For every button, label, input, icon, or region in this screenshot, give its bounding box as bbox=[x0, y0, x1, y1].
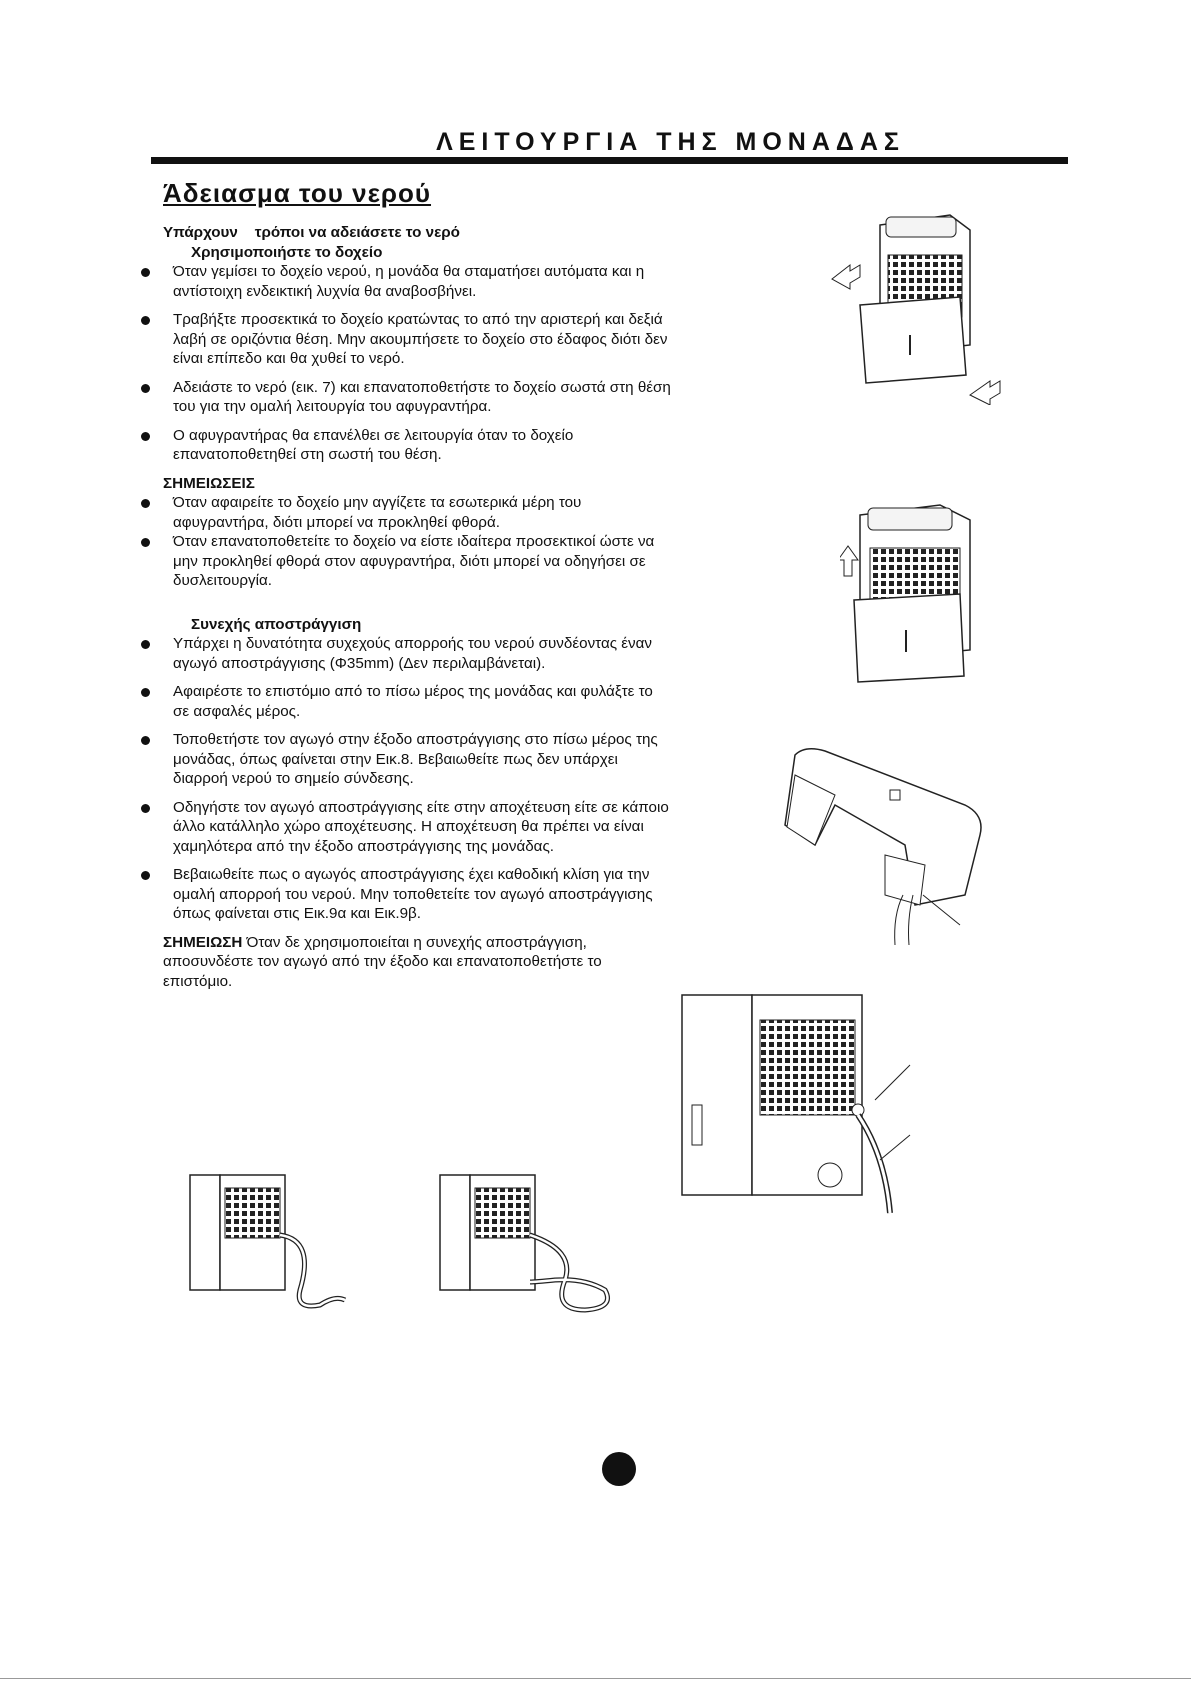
arrow-left-icon bbox=[831, 263, 861, 290]
arrow-left-icon bbox=[969, 380, 1001, 405]
bullet-drain-3: Τοποθετήστε τον αγωγό στην έξοδο αποστρά… bbox=[141, 730, 673, 789]
subheading-tank: Χρησιμοποιήστε το δοχείο bbox=[191, 243, 383, 261]
subheading-continuous-drain: Συνεχής αποστράγγιση bbox=[191, 615, 362, 633]
page-header-title: ΛΕΙΤΟΥΡΓΙΑ ΤΗΣ ΜΟΝΑΔΑΣ bbox=[436, 128, 905, 156]
final-note-label: ΣΗΜΕΙΩΣΗ bbox=[163, 933, 243, 951]
bullet-drain-5: Βεβαιωθείτε πως ο αγωγός αποστράγγισης έ… bbox=[141, 865, 673, 924]
footer-rule bbox=[0, 1678, 1191, 1679]
note-1: Όταν αφαιρείτε το δοχείο μην αγγίζετε τα… bbox=[141, 493, 673, 532]
figure-incorrect-hose-a bbox=[189, 1174, 347, 1309]
final-note-text: Όταν δε χρησιμοποιείται η συνεχής αποστρ… bbox=[163, 933, 602, 990]
figure-tank-removal bbox=[831, 214, 1001, 405]
final-note: ΣΗΜΕΙΩΣΗ Όταν δε χρησιμοποιείται η συνεχ… bbox=[163, 933, 673, 992]
bullet-tank-1: Όταν γεμίσει το δοχείο νερού, η μονάδα θ… bbox=[141, 262, 673, 301]
figure-tank-insert bbox=[840, 504, 971, 683]
section-title: Άδειασμα του νερού bbox=[163, 178, 432, 208]
header-rule bbox=[151, 157, 1068, 164]
intro-line: Υπάρχουν τρόποι να αδειάσετε το νερό bbox=[163, 224, 460, 241]
bullet-tank-3: Αδειάστε το νερό (εικ. 7) και επανατοποθ… bbox=[141, 378, 673, 417]
figure-hose-connection bbox=[681, 994, 911, 1214]
figure-drain-outlet-detail bbox=[784, 748, 982, 946]
bullet-tank-2: Τραβήξτε προσεκτικά το δοχείο κρατώντας … bbox=[141, 310, 673, 369]
notes-heading: ΣΗΜΕΙΩΣΕΙΣ bbox=[163, 474, 255, 492]
bullet-drain-4: Οδηγήστε τον αγωγό αποστράγγισης είτε στ… bbox=[141, 798, 673, 857]
note-2: Όταν επανατοποθετείτε το δοχείο να είστε… bbox=[141, 532, 673, 591]
arrow-up-icon bbox=[840, 545, 859, 577]
bullet-drain-2: Αφαιρέστε το επιστόμιο από το πίσω μέρος… bbox=[141, 682, 673, 721]
instruction-text: Υπάρχουν τρόποι να αδειάσετε το νερό Χρη… bbox=[141, 223, 673, 992]
bullet-drain-1: Υπάρχει η δυνατότητα συχεχούς απορροής τ… bbox=[141, 634, 673, 673]
figure-incorrect-hose-b bbox=[439, 1174, 610, 1313]
page-number-marker bbox=[602, 1452, 636, 1486]
bullet-tank-4: Ο αφυγραντήρας θα επανέλθει σε λειτουργί… bbox=[141, 426, 673, 465]
